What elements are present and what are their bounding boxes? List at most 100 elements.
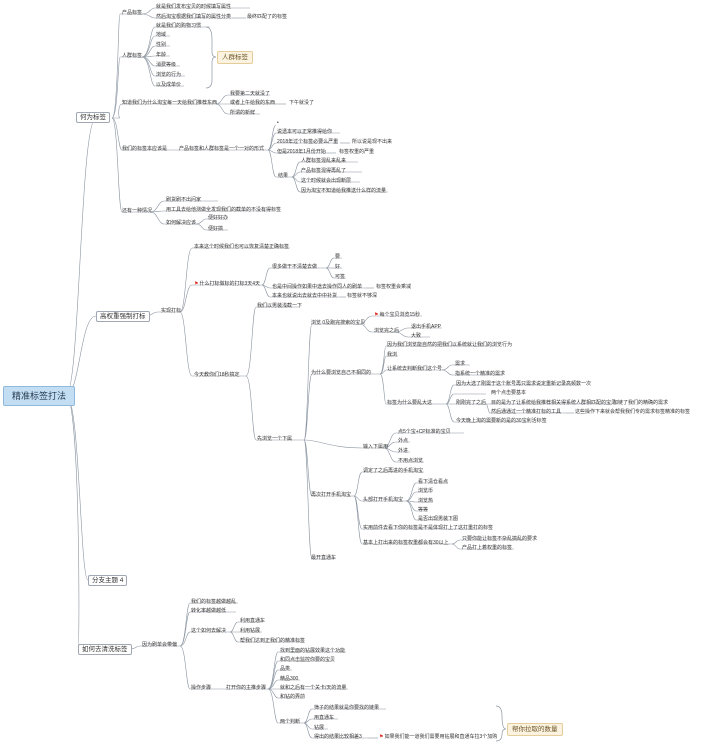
node-step1-b1[interactable]: 退出手机APP [411,324,442,330]
node-c1[interactable]: 我们的标签越做越乱 [191,599,237,605]
node-fast-note[interactable]: ⚑什么打标做标的打标3天4天 [193,281,261,288]
node-formula[interactable]: 产品标签和人群标签是一个一对的形式 [179,146,265,152]
node-first-mobile[interactable]: 先浏览一个下属 [257,436,293,442]
node-know-a2-note[interactable]: 下午就没了 [289,100,315,106]
node-why-4b[interactable]: 两个点击要基本 [491,390,527,396]
node-b2-note[interactable]: 标签权重会乘减 [376,284,412,290]
node-b3[interactable]: 本来也就说出去就去中中补货 [272,293,338,299]
node-ops-e[interactable]: 就和之后有一个关卡/天的流量 [280,685,347,691]
node-know-a1[interactable]: 我要第二天就没了 [230,91,271,97]
crowd-tag-callout[interactable]: 人群标签 [217,51,253,64]
node-bullet[interactable]: • [277,120,279,126]
node-in-4[interactable]: 不用点浏览 [398,458,424,464]
node-crowd-item[interactable]: 性别 [156,42,167,48]
node-in-5[interactable]: 调定了之后再进的手机淘宝 [363,468,424,474]
node-tc-1[interactable]: 筛子的结果就是你要找的链果 [314,705,380,711]
node-ops-a[interactable]: 找到里面的钻展效果这个功能 [280,648,346,654]
node-why-4d[interactable]: 目的是为了让系统给我推荐相关得系统人群相匹配的宝贝 [491,400,617,406]
node-b1-2[interactable]: 好 [335,264,341,270]
node-c3-2[interactable]: 利用钻展 [240,628,261,634]
node-why-1[interactable]: 因为我们浏览能自然的把我们以系统就让我们的浏览行为 [387,342,513,348]
node-c3[interactable]: 这个如何去解决 [191,628,227,634]
node-c3-1[interactable]: 利用直通车 [240,618,266,624]
section-strong[interactable]: 高权重强制打标 [96,311,150,322]
node-ot-1b[interactable]: 浏览币 [418,488,434,494]
node-why-4e-note[interactable]: 这些操作下来就会帮我我们专的需求标签精准的标签 [575,409,691,415]
node-know-a3[interactable]: 所谓的新鲜 [230,110,256,116]
node-ot-2[interactable]: 实用前件去看下你的标签是不是体现打上了这打重打的标签 [363,525,494,531]
node-ops[interactable]: 操作步骤 [191,685,212,691]
node-b1-3[interactable]: 可签 [335,274,346,280]
node-tc-4-note[interactable]: ⚑如果我们能一道我们需要用钻展和直通车拉3个加购 [378,734,498,741]
node-ops-f[interactable]: 和钻的弄前 [280,694,306,700]
node-ot-1[interactable]: 头部打开手机淘宝 [363,497,404,503]
node-know-a2[interactable]: 或者上午给我的东西 [230,100,276,106]
section-sub4[interactable]: 分支主题 4 [88,575,128,586]
node-fast-label[interactable]: 实现打标 [161,308,182,314]
node-crowd-item[interactable]: 浏览的行为 [156,72,182,78]
node-clean-root[interactable]: 因为刷单会带偏 [142,642,178,648]
node-f2-note[interactable]: 所以说是现不出来 [352,139,393,145]
count-tag-callout[interactable]: 帮你拉取的数量 [507,723,563,736]
node-r2[interactable]: 产品标签混得再乱了 [301,168,347,174]
node-ot-1d[interactable]: 等等 [418,507,429,513]
node-formula-root[interactable]: 我们的标签本应该是 [122,146,168,152]
node-step1-a[interactable]: ⚑每个宝贝浏览15秒 [373,312,421,319]
node-tc-3[interactable]: 钻展 [314,725,325,731]
node-why-3a[interactable]: 需求 [455,361,466,367]
node-ot-3a[interactable]: 只要你能让标签不杂乱搞乱的要求 [462,536,538,542]
node-step1-b[interactable]: 浏览完之后 [374,328,400,334]
node-in-1[interactable]: 点5个宝+CP标准的宝贝 [398,429,451,435]
node-know-question[interactable]: 知道我们为什么淘宝每一天给我们推荐东西 [122,100,218,106]
node-ops-d[interactable]: 精品300 [280,676,299,682]
node-crowd-item[interactable]: 年龄 [156,52,167,58]
node-f3[interactable]: 但是2018年1月份开始 [277,149,326,155]
node-b3-note[interactable]: 标签就不够深 [347,293,378,299]
node-b1[interactable]: 很多做干不清楚去做 [272,264,318,270]
node-a3[interactable]: 如何解决应该 [166,220,197,226]
node-today[interactable]: 今天教你们18秒搞定 [194,372,240,378]
node-a3-2[interactable]: 便好搞 [208,226,224,232]
root-node[interactable]: 精准标签打法 [3,386,76,406]
node-why-3b[interactable]: 指系统一个精准的需求 [455,371,506,377]
node-f2[interactable]: 2018年过个标签必要么严重 [277,139,339,145]
node-in-3[interactable]: 外进 [398,448,409,454]
node-tc-4[interactable]: 得出的结果比较相差3 [314,734,362,740]
node-ops-c[interactable]: 品类 [280,666,291,672]
node-result[interactable]: 结果 [278,173,289,179]
node-p1[interactable]: 就是我们发布宝贝的时候填写属性 [156,4,232,10]
node-step1[interactable]: 浏览 0及跑完搜索的宝贝 [311,320,366,326]
node-ops-1[interactable]: 打开你的主推步骤 [226,685,267,691]
node-crowd-item[interactable]: 地域 [156,32,167,38]
node-ot-1c[interactable]: 浏览热 [418,498,434,504]
node-why-3[interactable]: 让系统去判断我们这个号 [387,366,443,372]
node-why-2[interactable]: 我浏 [387,352,398,358]
node-p2[interactable]: 然后淘宝根据我们填写的属性分类 [156,14,232,20]
node-two-check[interactable]: 两个判断 [280,719,301,725]
node-step1-b2[interactable]: 大致 [411,333,422,339]
node-p2-note[interactable]: 最终匹配了的标签 [247,14,288,20]
node-in-2[interactable]: 外点 [398,438,409,444]
node-why-4f[interactable]: 今天晚上淘的需要新的是的30宝利活标签 [456,418,547,424]
node-input-sub[interactable]: 输入下属用 [363,444,389,450]
node-c2[interactable]: 转化率越做越低 [191,608,227,614]
node-f1[interactable]: 说透本可以正常推得给你 [277,129,333,135]
node-strong-intro[interactable]: 本来这个时候我们也可以恢复清楚正确标签 [194,244,290,250]
node-a1[interactable]: 刷货刷不出问家 [166,197,202,203]
node-why-4c[interactable]: 刚刚完了之后 [456,400,487,406]
node-why-do[interactable]: 为什么要浏览自己不相同的 [311,370,372,376]
node-ot-3[interactable]: 基本上打出来的标签权重都会有30以上 [363,540,449,546]
node-ops-b[interactable]: 和同点击监控你要的宝贝 [280,657,336,663]
node-ot-1a[interactable]: 看下清仓看点 [418,479,449,485]
node-why-4a[interactable]: 因为大选了刚需于这个账号再只需求说定重新记录高频数一次 [456,381,592,387]
section-clean[interactable]: 如何去清洗标签 [78,644,132,655]
node-crowd-intro[interactable]: 就是我们的购物习惯 [156,23,202,29]
node-another[interactable]: 还有一种情况 [122,208,153,214]
node-b1-1[interactable]: 要 [335,254,341,260]
node-last[interactable]: 最开直通车 [311,555,337,561]
node-a2[interactable]: 用工具去给他测做全发现我们的截单的不没有得标签 [166,207,282,213]
node-r3[interactable]: 这个时候就会出现断层 [301,178,352,184]
node-crowd-item[interactable]: 以及成单价 [156,82,182,88]
node-a3-1[interactable]: 便好好办 [208,215,229,221]
node-crowd-label[interactable]: 人群标签 [122,53,143,59]
